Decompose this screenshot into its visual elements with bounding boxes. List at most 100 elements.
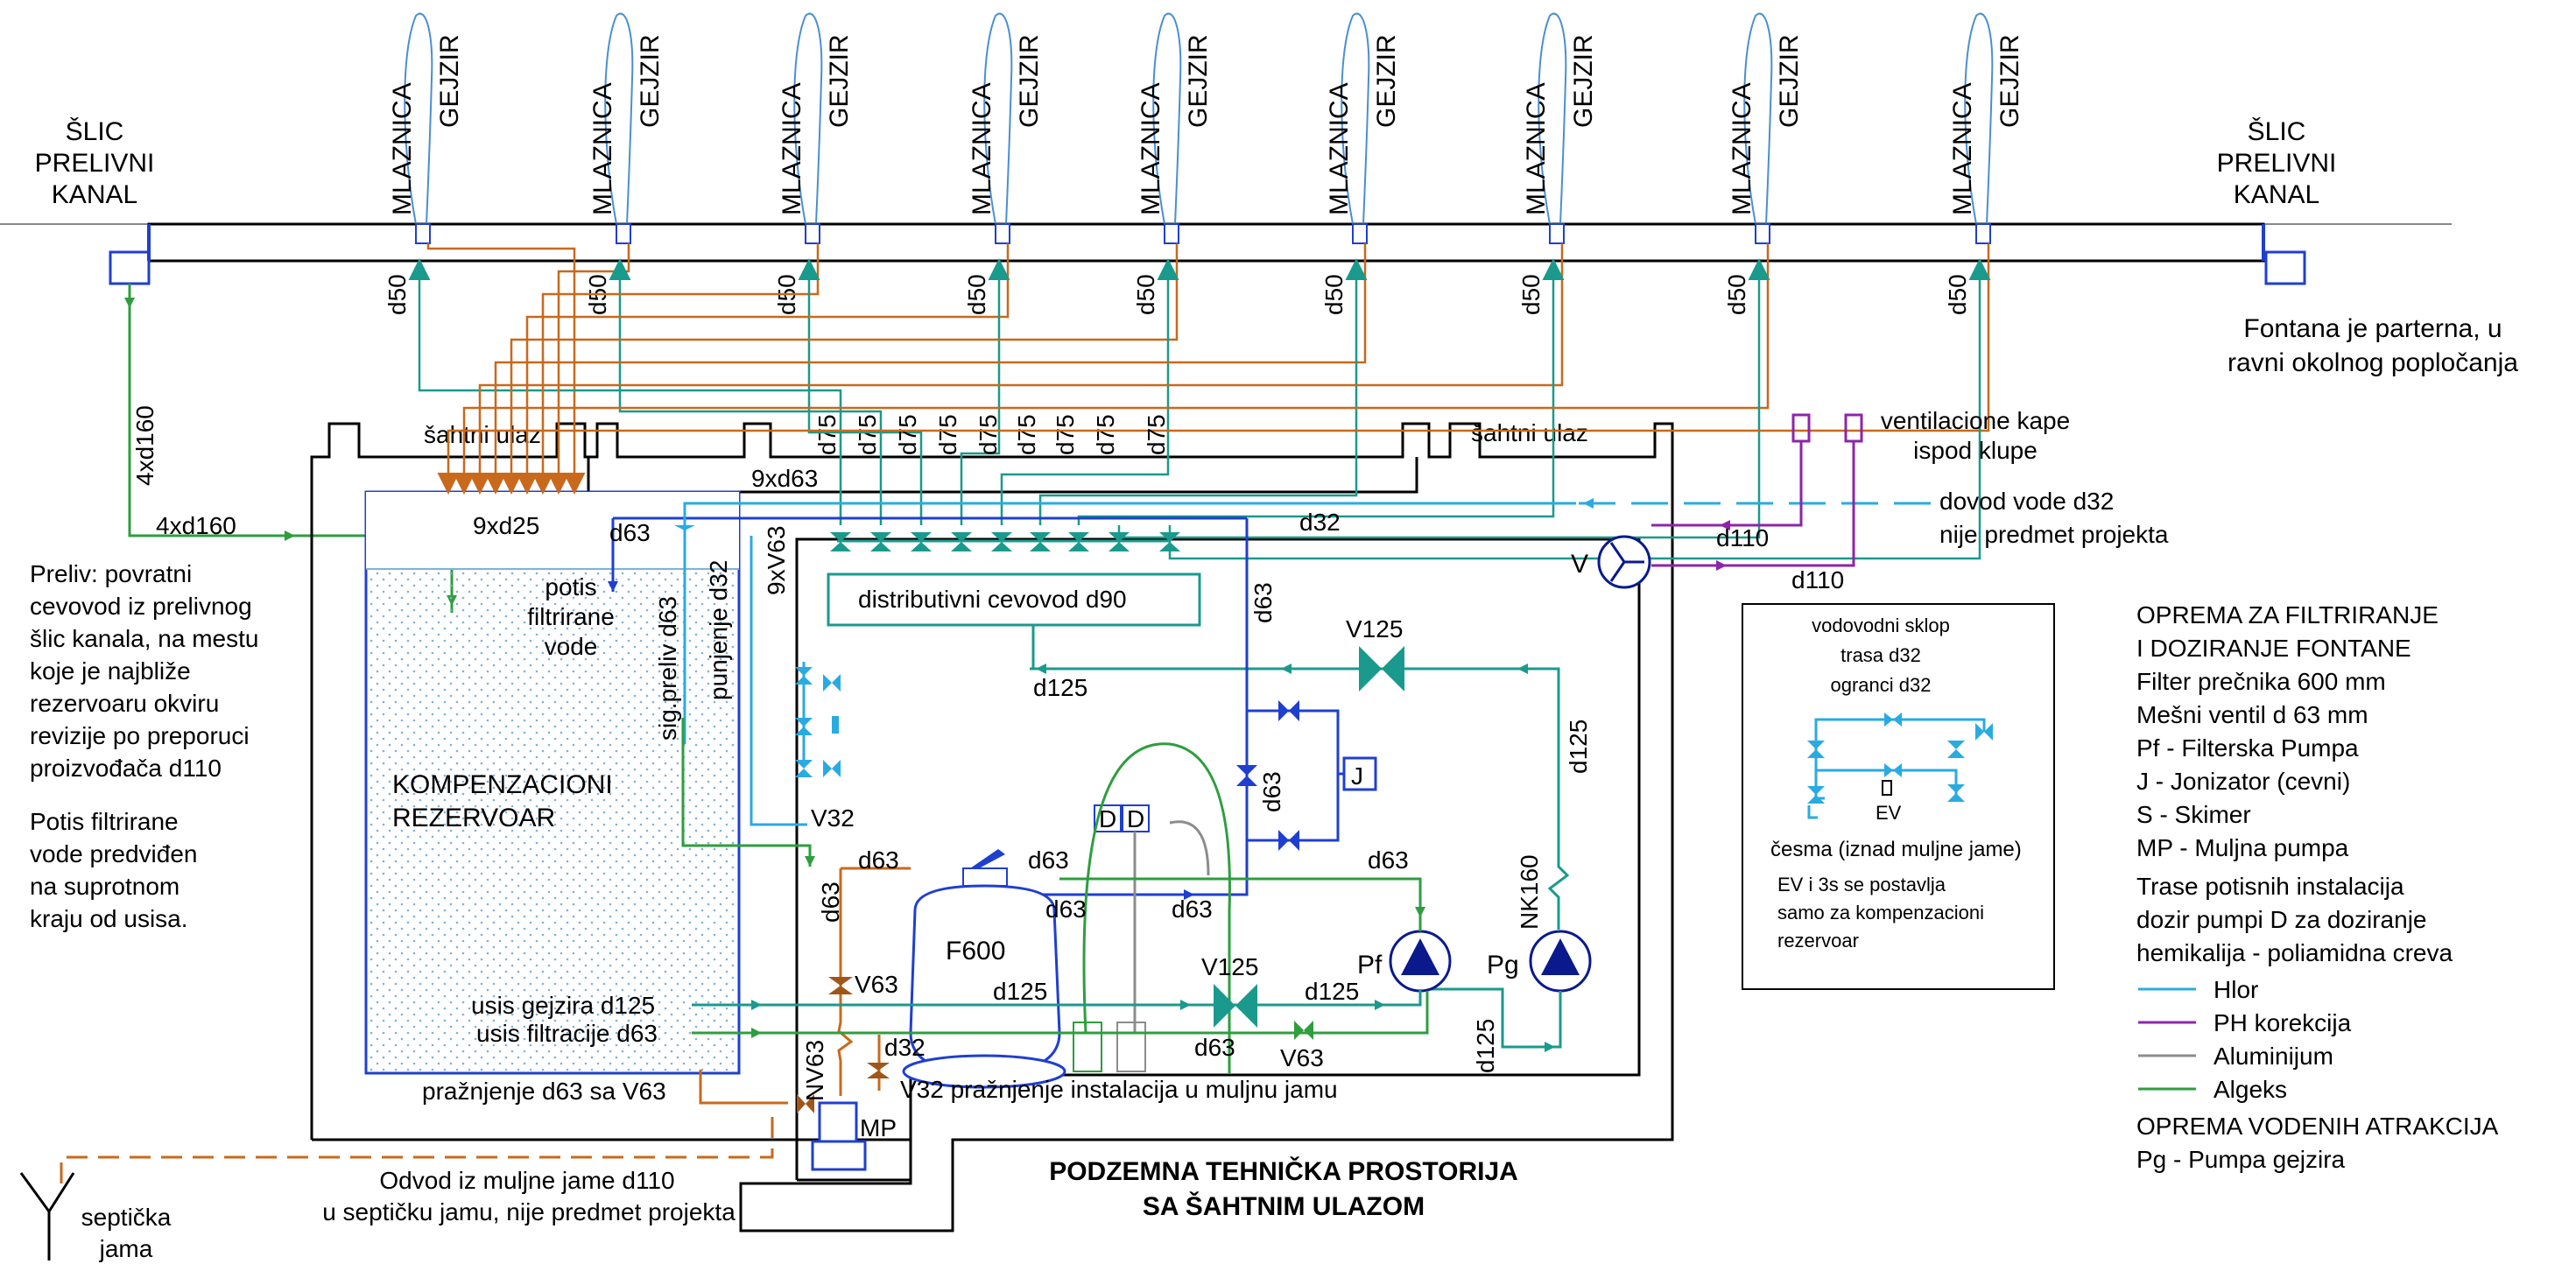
v32-label: V32: [811, 804, 855, 832]
slic-right-box: [2264, 250, 2306, 285]
nozzle-row: MLAZNICA GEJZIR d50 MLAZNICA GEJZIR d50 MLAZNI…: [384, 12, 2024, 315]
d63-f3: d63: [1172, 895, 1213, 923]
d125-pg-label: d125: [1472, 1019, 1499, 1073]
legend-line-label: Aluminijum: [2214, 1043, 2333, 1070]
d25-pipe: [426, 243, 586, 495]
gejzir-label: GEJZIR: [435, 34, 464, 128]
gejzir-label: GEJZIR: [1995, 34, 2024, 128]
pf-pump: [1389, 930, 1452, 993]
mlaznica-label: MLAZNICA: [778, 82, 806, 215]
d63-f2: d63: [1045, 895, 1087, 923]
d50-label: d50: [1517, 274, 1545, 315]
d110-label-1: d110: [1716, 524, 1769, 551]
d63-pipe: [609, 258, 883, 525]
praznjenje-instal-label: V32 pražnjenje instalacija u muljnu jamu: [900, 1076, 1338, 1103]
usis-gejzira-label: usis gejzira d125: [471, 992, 655, 1019]
jonizator: [1342, 756, 1377, 791]
nozzle-icon: [995, 223, 1010, 244]
manifold-valves: [830, 532, 1180, 551]
d32-drain-label: d32: [884, 1034, 926, 1061]
nk160-check-valve: [1547, 836, 1570, 930]
d50-label: d50: [1723, 274, 1750, 315]
nozzle-icon: [415, 223, 431, 244]
mlaznica-label: MLAZNICA: [588, 82, 617, 215]
mlaznica-label: MLAZNICA: [1948, 82, 1977, 215]
manifold: [827, 539, 1201, 671]
f600-label: F600: [946, 937, 1005, 966]
d63-pipe: [1077, 258, 1565, 525]
dosing-d1: D: [1099, 805, 1116, 832]
geyser-plume: [1152, 12, 1182, 225]
nozzle-icon: [616, 223, 631, 244]
v63-green-valve: [1294, 1021, 1313, 1040]
d50-label: d50: [384, 274, 411, 315]
legend-line-label: Algeks: [2214, 1076, 2287, 1103]
d63-pipe: [1168, 258, 1991, 560]
d25-pipe: [453, 243, 1770, 495]
pg-label: Pg: [1487, 951, 1519, 980]
d50-label: d50: [963, 274, 990, 315]
d75-label: d75: [1092, 414, 1119, 455]
d63-orange-label: d63: [817, 881, 844, 923]
jon-valves: [1236, 700, 1299, 851]
fountain-channel: [0, 222, 2452, 285]
gejzir-label: GEJZIR: [1569, 34, 1598, 128]
d32-supply: [683, 502, 1931, 826]
compensation-tank: [364, 490, 741, 1075]
orange-valves: [797, 977, 890, 1113]
jonizator-label: J: [1351, 762, 1363, 790]
gejzir-label: GEJZIR: [1015, 34, 1044, 128]
suction-lines: [692, 989, 1429, 1035]
inset-cesma: česma (iznad muljne jame): [1770, 838, 2022, 861]
pf-label: Pf: [1357, 951, 1383, 980]
d125-label-right: d125: [1565, 720, 1592, 774]
d125-label-top: d125: [1033, 674, 1087, 701]
filter-green-out: [1059, 877, 1422, 931]
d63-label-jon: d63: [1258, 771, 1285, 812]
d50-label: d50: [1320, 274, 1348, 315]
d63-pipe: [798, 258, 923, 525]
d75-label: d75: [894, 414, 921, 455]
d63-pipe: [1117, 258, 1770, 539]
manifold-valve-icon: [1159, 532, 1180, 551]
geyser-plume: [1743, 12, 1773, 225]
d63-label-vertical: d63: [1249, 582, 1277, 623]
geyser-plume: [1538, 12, 1567, 225]
d125-pf-label: d125: [1305, 978, 1359, 1005]
dosing-hose-green: [1082, 742, 1231, 1073]
d75-label: d75: [1143, 414, 1170, 455]
nozzle-icon: [1755, 223, 1770, 244]
mlaznica-label: MLAZNICA: [1325, 82, 1354, 215]
d63-bottom-label: d63: [1194, 1034, 1235, 1061]
manifold-valve-icon: [951, 532, 972, 551]
mlaznica-label: MLAZNICA: [1522, 82, 1551, 215]
filter-f600: [902, 849, 1066, 1089]
legend-line-label: PH korekcija: [2214, 1009, 2352, 1036]
sig-preliv-label: sig.preliv d63: [654, 596, 681, 741]
d75-label: d75: [975, 414, 1002, 455]
manifold-valve-icon: [911, 532, 932, 551]
v63-drain-label: V63: [855, 971, 898, 998]
sahtni-ulaz-right: šahtni ulaz: [1471, 419, 1588, 446]
d63-pipe: [960, 258, 1010, 525]
d75-label: d75: [1013, 414, 1040, 455]
distribution-pipe-d90: [827, 572, 1201, 627]
vent-fan: [1597, 535, 1651, 589]
d32-label-top: d32: [1299, 509, 1341, 536]
d63-label-tank: d63: [609, 519, 651, 546]
geyser-plume: [604, 12, 634, 225]
mlaznica-label: MLAZNICA: [1728, 82, 1756, 215]
nozzle-icon: [1352, 223, 1368, 244]
d25-pipe: [437, 243, 1990, 495]
d25-pipe: [500, 243, 1179, 495]
d63-f4: d63: [1368, 846, 1409, 874]
d75-label: d75: [813, 414, 841, 455]
d50-label: d50: [1132, 274, 1159, 315]
nozzle-icon: [1549, 223, 1565, 244]
